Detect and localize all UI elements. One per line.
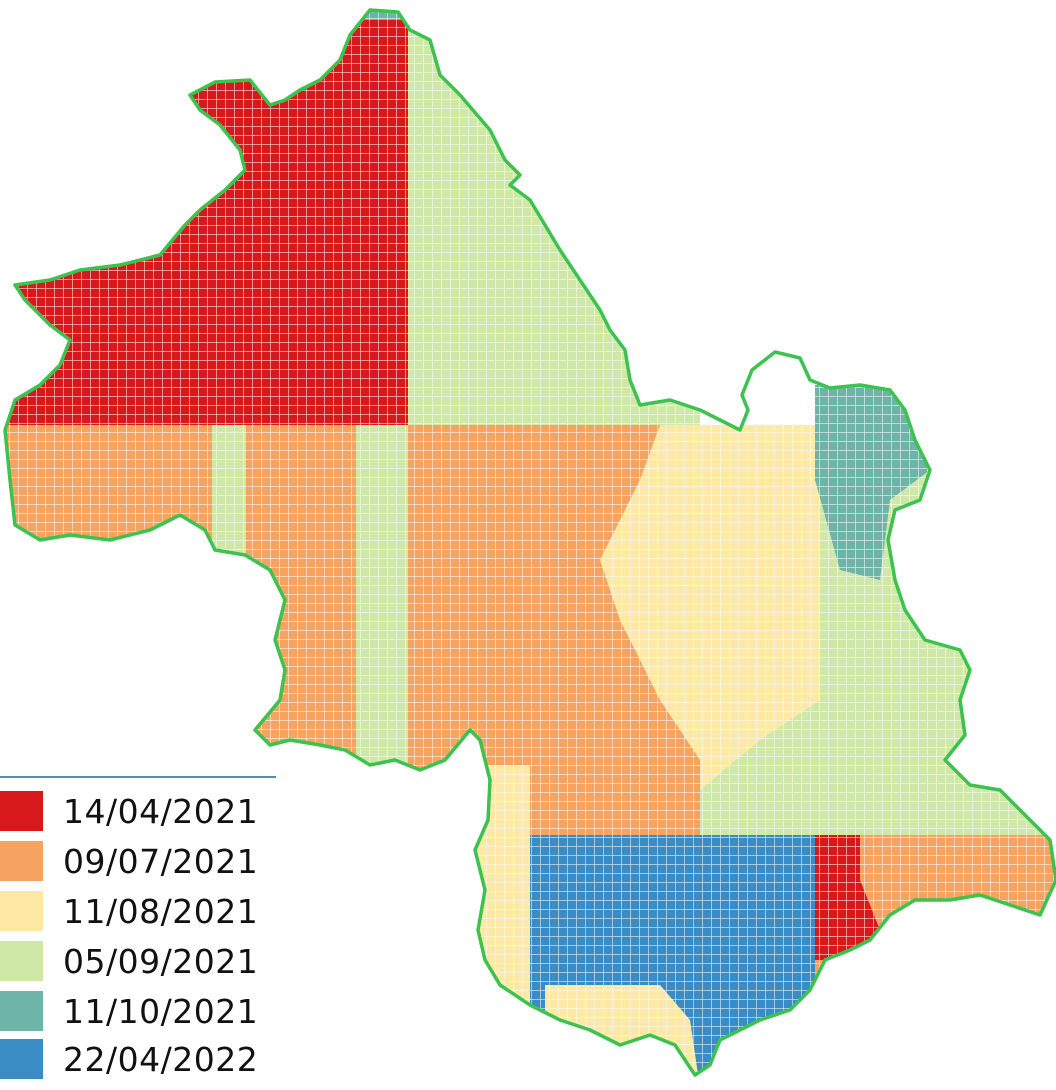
legend-label: 14/04/2021 [63, 791, 259, 831]
legend-label: 22/04/2022 [63, 1039, 259, 1079]
legend-swatch [0, 791, 43, 831]
legend-item: 11/08/2021 [0, 888, 276, 934]
legend-swatch [0, 1039, 43, 1079]
territory-outline [3, 8, 1056, 1077]
legend-label: 05/09/2021 [63, 941, 259, 981]
legend-swatch [0, 941, 43, 981]
legend-swatch [0, 891, 43, 931]
legend-label: 09/07/2021 [63, 841, 259, 881]
legend-item: 22/04/2022 [0, 1036, 276, 1082]
legend-item: 05/09/2021 [0, 938, 276, 984]
legend-item: 11/10/2021 [0, 988, 276, 1034]
legend-swatch [0, 991, 43, 1031]
map-legend: 14/04/2021 09/07/2021 11/08/2021 05/09/2… [0, 776, 276, 1090]
legend-label: 11/10/2021 [63, 991, 259, 1031]
legend-item: 09/07/2021 [0, 838, 276, 884]
legend-swatch [0, 841, 43, 881]
legend-item: 14/04/2021 [0, 788, 276, 834]
legend-label: 11/08/2021 [63, 891, 259, 931]
